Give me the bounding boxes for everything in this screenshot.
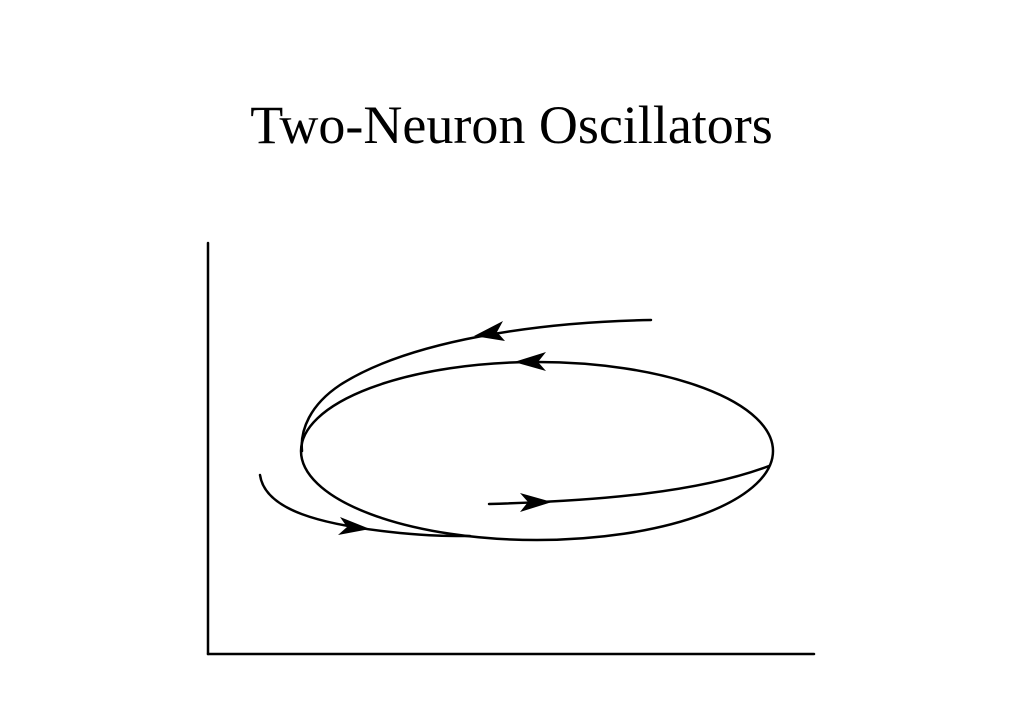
lower-trajectory <box>258 473 472 538</box>
inner-trajectory-arrow <box>520 493 552 512</box>
outer-trajectory-arrow <box>474 321 505 341</box>
outer-trajectory <box>300 318 653 453</box>
slide-title: Two-Neuron Oscillators <box>250 95 773 155</box>
lower-trajectory-arrow <box>338 517 370 535</box>
limit-cycle-arrow <box>514 352 546 371</box>
limit-cycle <box>299 360 775 542</box>
